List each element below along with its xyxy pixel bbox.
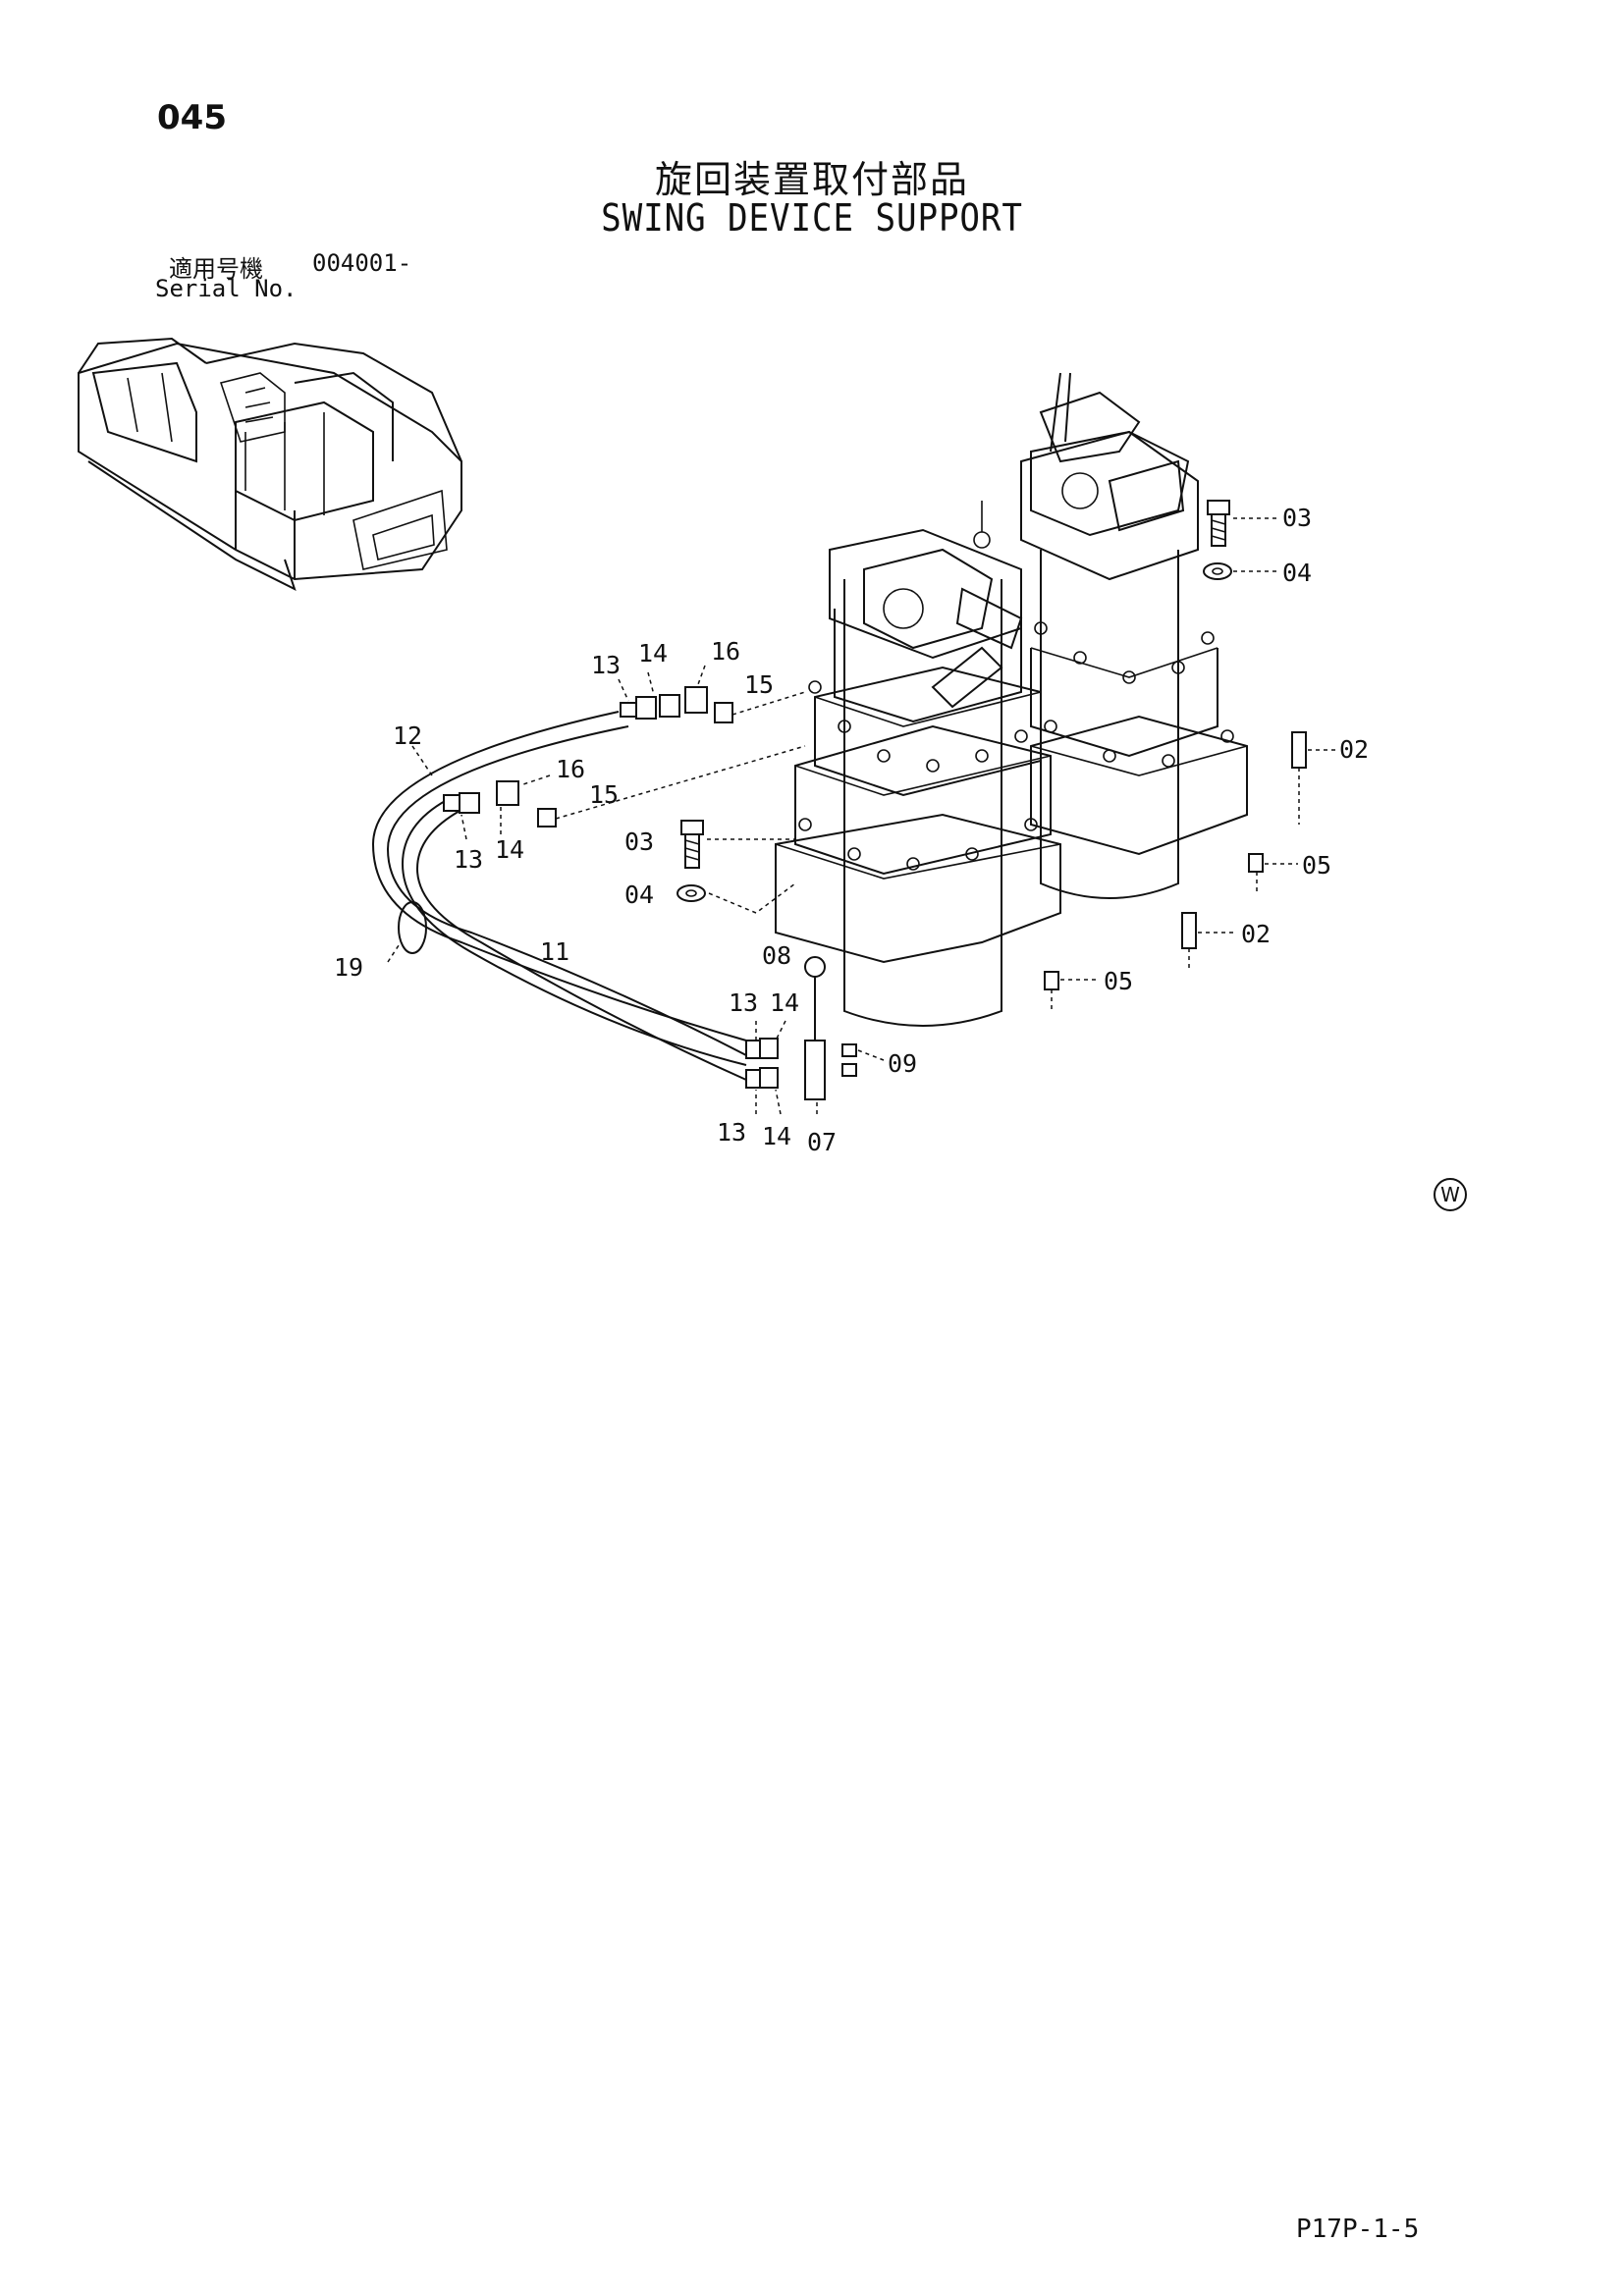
plug-05-center xyxy=(1044,971,1059,1011)
serial-value: 004001- xyxy=(312,249,412,277)
washer-04-upper xyxy=(1203,562,1232,580)
hose-11 xyxy=(401,799,747,1081)
serial-label-japanese: 適用号機 xyxy=(169,255,263,283)
callout-04-left: 04 xyxy=(624,881,654,909)
callout-15-middle: 15 xyxy=(589,780,619,809)
callout-13-lower: 13 xyxy=(729,988,758,1017)
callout-07: 07 xyxy=(807,1128,837,1156)
callout-13-middle: 13 xyxy=(454,845,483,874)
pin-02-center xyxy=(1181,912,1197,972)
washer-04-left xyxy=(677,884,706,902)
callout-19: 19 xyxy=(334,953,363,982)
bolt-03-left xyxy=(680,820,704,869)
callout-15-upper: 15 xyxy=(744,670,774,699)
leader-lines xyxy=(387,517,1335,1115)
callout-09: 09 xyxy=(888,1049,917,1078)
fittings-upper xyxy=(620,686,806,723)
callout-14-upper: 14 xyxy=(638,639,668,667)
callout-05-center: 05 xyxy=(1104,967,1133,995)
swing-device-rear xyxy=(1020,372,1248,899)
callout-11: 11 xyxy=(540,937,569,966)
hose-12 xyxy=(371,711,747,1056)
callout-02-center: 02 xyxy=(1241,920,1271,948)
callout-03-upper: 03 xyxy=(1282,504,1312,532)
plug-05-right xyxy=(1248,853,1264,893)
bolt-circle xyxy=(798,680,1038,871)
callout-03-left: 03 xyxy=(624,828,654,856)
callout-13-bottom: 13 xyxy=(717,1118,746,1147)
callout-13-upper: 13 xyxy=(591,651,621,679)
serial-label-english: Serial No. xyxy=(155,275,298,302)
pin-02-right xyxy=(1291,731,1307,825)
callout-14-lower: 14 xyxy=(770,988,799,1017)
w-mark-icon: W xyxy=(1434,1178,1467,1211)
callout-02-right: 02 xyxy=(1339,735,1369,764)
bolt-circle xyxy=(1034,621,1234,768)
excavator-thumbnail-icon xyxy=(78,337,462,591)
fittings-middle xyxy=(443,745,806,828)
page-number: 045 xyxy=(157,98,227,137)
swing-device-front xyxy=(775,501,1061,1027)
callout-16-upper: 16 xyxy=(711,637,740,666)
hose-clamp xyxy=(398,901,427,954)
title-english: SWING DEVICE SUPPORT xyxy=(601,196,1023,240)
bolt-03-upper xyxy=(1207,500,1230,547)
callout-08: 08 xyxy=(762,941,791,970)
callout-16-middle: 16 xyxy=(556,755,585,783)
callout-05-right: 05 xyxy=(1302,851,1331,880)
callout-14-middle: 14 xyxy=(495,835,524,864)
callout-14-bottom: 14 xyxy=(762,1122,791,1150)
title-japanese: 旋回装置取付部品 xyxy=(654,158,969,201)
callout-12: 12 xyxy=(393,721,422,750)
reference-code: P17P-1-5 xyxy=(1296,2215,1420,2244)
callout-04-upper: 04 xyxy=(1282,559,1312,587)
fittings-lower xyxy=(745,956,857,1100)
